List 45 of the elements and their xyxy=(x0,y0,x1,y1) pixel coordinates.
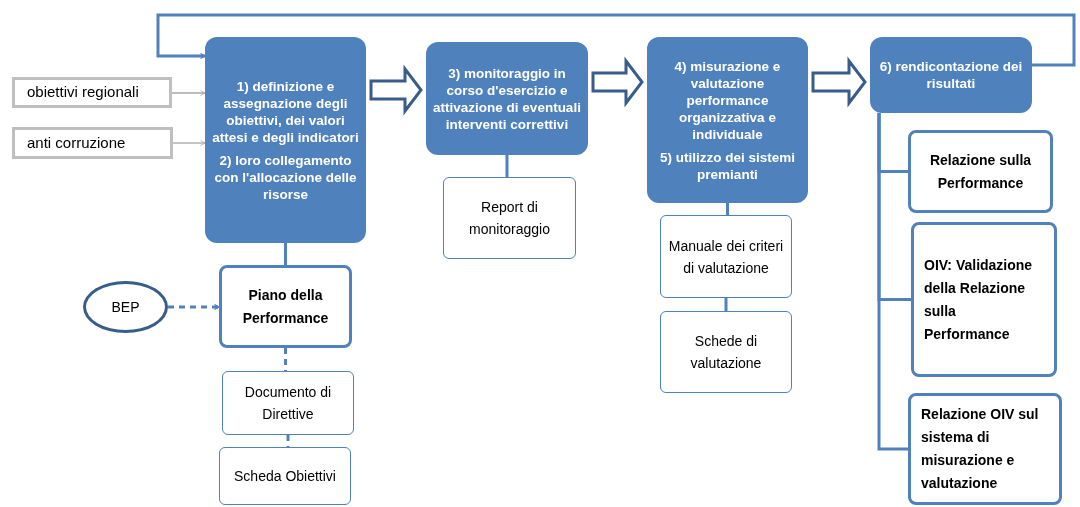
process-box xyxy=(426,42,588,155)
document-box xyxy=(219,265,352,348)
node-text: 6) rendicontazione dei risultati xyxy=(878,58,1024,92)
input-box xyxy=(12,127,173,159)
node-text: Report di monitoraggio xyxy=(468,198,551,239)
node-text: Manuale dei criteri di valutazione xyxy=(667,236,785,278)
connector-line xyxy=(724,298,728,311)
block-arrow xyxy=(811,56,867,108)
document-box xyxy=(219,447,351,505)
node-text: 4) misurazione e valutazione performance organizzativa e individuale xyxy=(673,57,782,143)
connector-line xyxy=(726,203,729,215)
document-box xyxy=(660,215,792,298)
block-arrow xyxy=(369,64,423,116)
arrow xyxy=(156,13,1076,67)
node-text: 3) monitoraggio in corso d'esercizio e attivazione di eventuali interventi correttivi xyxy=(432,64,582,133)
document-box xyxy=(222,371,354,435)
node-text: Relazione sulla Performance xyxy=(928,150,1033,193)
process-box xyxy=(870,37,1032,113)
node-text: 1) definizione e assegnazione degli obiettivi, dei valori attesi e degli indicatori xyxy=(211,77,360,146)
document-box xyxy=(908,393,1062,505)
node-text: Piano della Performance xyxy=(241,285,330,328)
connector-line xyxy=(505,155,509,177)
input-box xyxy=(12,77,172,108)
node-text: 2) loro collegamento con l'allocazione delle risorse xyxy=(213,151,358,203)
block-arrow xyxy=(591,56,644,108)
node-text: anti corruzione xyxy=(27,132,127,153)
document-box xyxy=(908,130,1053,213)
process-box xyxy=(205,37,366,243)
connector-line xyxy=(284,243,287,265)
node-text: Scheda Obiettivi xyxy=(234,467,336,486)
node-text: OIV: Validazione della Relazione sulla Performance xyxy=(924,255,1034,344)
arrow xyxy=(168,303,220,311)
document-box xyxy=(443,177,576,259)
node-text: 5) utilizzo dei sistemi premianti xyxy=(659,148,796,183)
arrow xyxy=(171,90,206,96)
node-text: BEP xyxy=(111,297,140,317)
node-text: obiettivi regionali xyxy=(27,82,140,103)
process-box xyxy=(647,37,808,203)
arrow xyxy=(172,140,206,146)
node-text: Relazione OIV sul sistema di misurazione e valutazione xyxy=(921,405,1040,493)
node-text: Documento di Direttive xyxy=(243,383,333,424)
document-box xyxy=(660,311,792,393)
connector-line xyxy=(877,113,908,451)
node-text: Schede di valutazione xyxy=(689,332,763,373)
document-box xyxy=(911,222,1057,377)
